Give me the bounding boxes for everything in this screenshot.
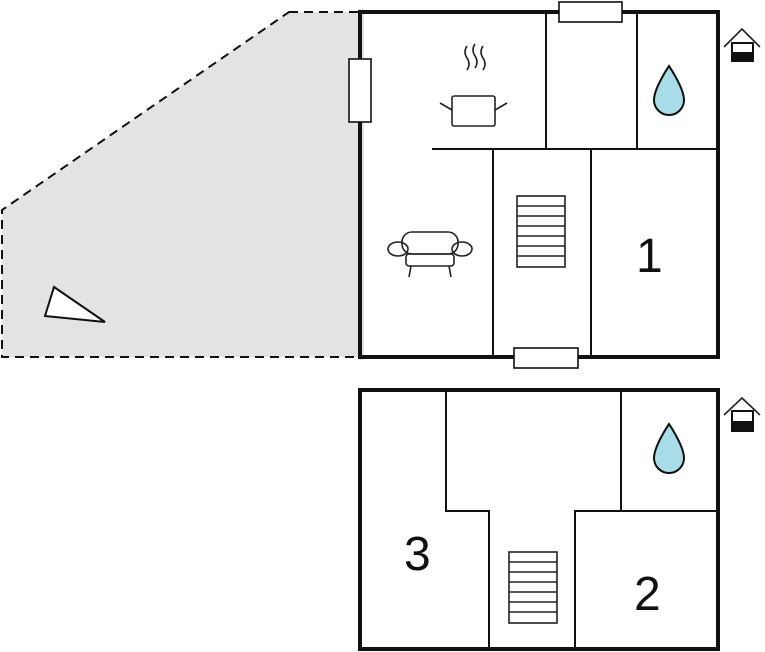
bathroom-water-drop-icon: [652, 422, 686, 474]
terrace-area: [0, 11, 360, 358]
room-label-3: 3: [404, 528, 431, 581]
living-sofa-icon: [387, 231, 473, 278]
kitchen-pot-icon: [439, 43, 508, 127]
room-label-2: 2: [634, 568, 661, 621]
north-arrow-icon: [43, 285, 106, 323]
staircase-icon: [516, 195, 566, 268]
ground-floor: 1: [348, 1, 761, 369]
upper-floor: 3 2: [358, 388, 761, 651]
staircase-icon: [508, 551, 558, 624]
entrance-house-icon: [723, 27, 761, 62]
window: [558, 1, 623, 23]
ground-floor-outline: [358, 10, 720, 359]
window: [348, 58, 372, 123]
window: [513, 347, 579, 369]
room-label-1: 1: [636, 230, 663, 283]
upper-floor-outline: [358, 388, 720, 651]
entrance-house-icon: [723, 396, 761, 432]
bathroom-water-drop-icon: [652, 64, 686, 116]
